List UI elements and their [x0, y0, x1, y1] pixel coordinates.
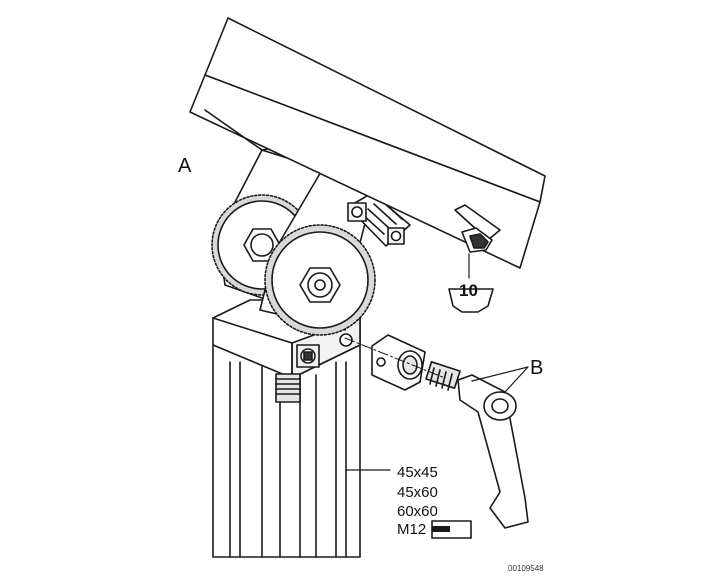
profile-size-45x60: 45x60 [397, 484, 438, 501]
hex-nut-rear [243, 228, 281, 262]
profile-size-45x45: 45x45 [397, 464, 438, 481]
tool-badge [448, 288, 494, 313]
display-panel [189, 17, 546, 269]
callout-b: B [530, 357, 544, 379]
t-slot-symbol [461, 227, 493, 253]
hex-nut-front [299, 267, 341, 303]
screw-size-label: M12 [397, 521, 427, 538]
clamping-lever [425, 361, 529, 529]
document-id: 00109548 [508, 564, 544, 573]
assembly-axis-line [344, 337, 446, 379]
adapter-plate [371, 334, 426, 391]
leader-lines [345, 253, 529, 471]
tool-number-label: 10 [459, 281, 478, 300]
profile-size-60x60: 60x60 [397, 503, 438, 520]
screw-icon [431, 520, 472, 539]
callout-a: A [178, 155, 192, 177]
threaded-stud [275, 373, 301, 403]
slot-nut-insert [347, 192, 411, 247]
